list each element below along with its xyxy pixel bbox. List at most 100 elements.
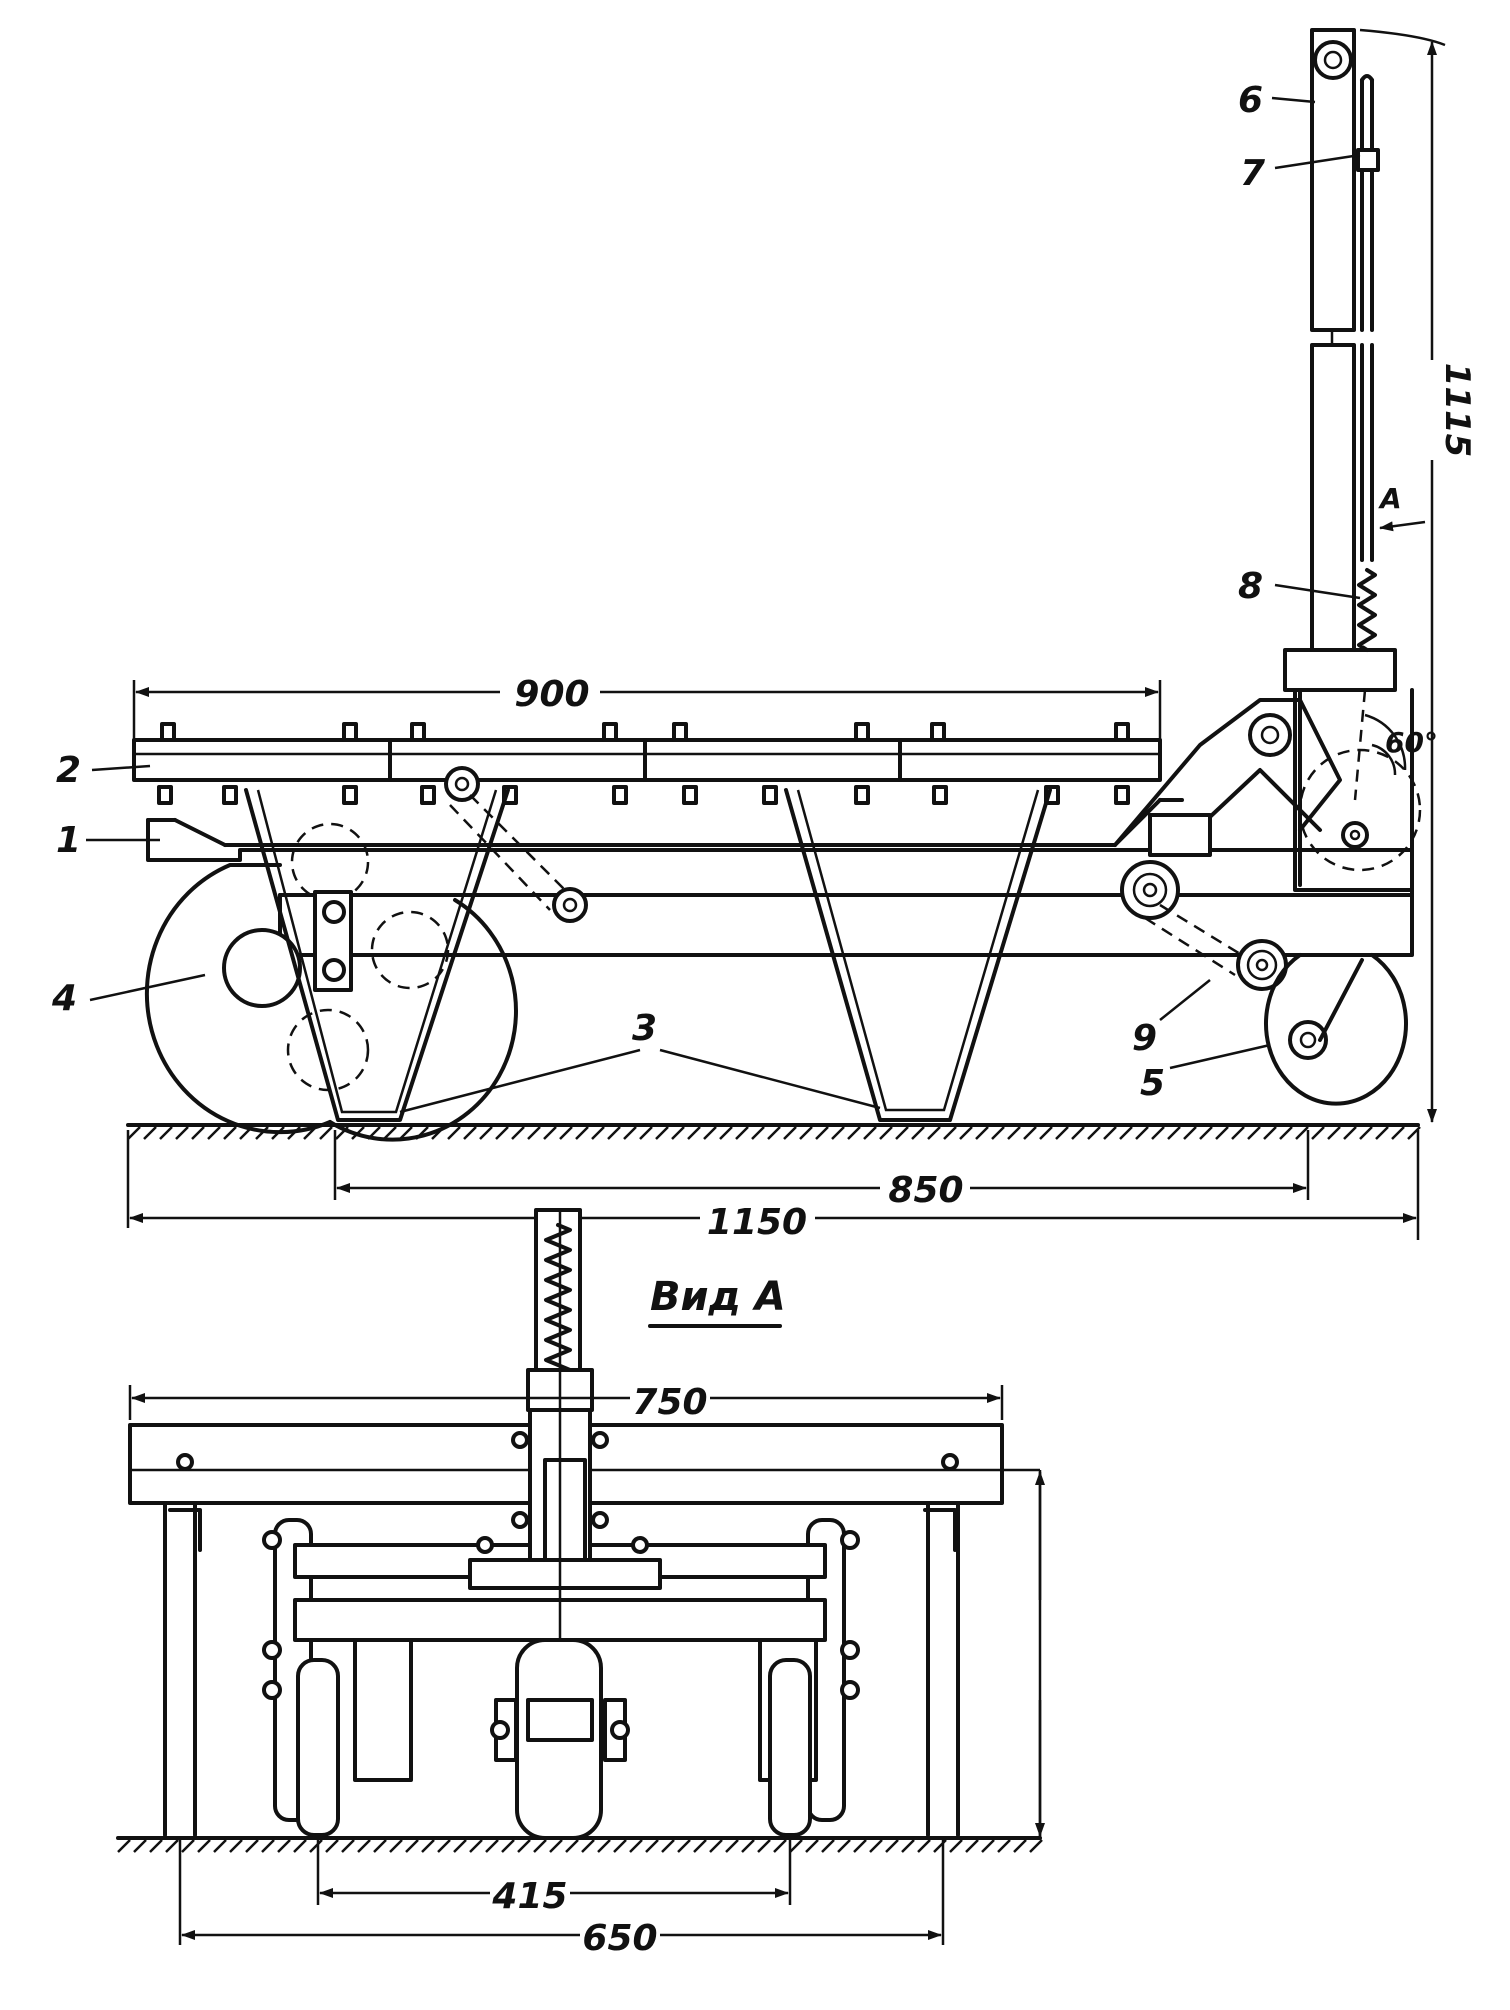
- part-number-6: 6: [1238, 80, 1263, 121]
- ground-hatch-mark: [581, 1839, 595, 1853]
- ground-hatch-mark: [863, 1126, 877, 1140]
- dimension-900: 900: [132, 674, 1162, 740]
- ground-hatch-mark: [309, 1839, 323, 1853]
- ground-hatch-mark: [1199, 1126, 1213, 1140]
- bolt: [157, 785, 173, 805]
- ground-hatch-mark: [447, 1126, 461, 1140]
- ground-hatch-mark: [661, 1839, 675, 1853]
- ground-hatch-mark: [997, 1839, 1011, 1853]
- ground-hatch-mark: [1167, 1126, 1181, 1140]
- dimension-650-label: 650: [582, 1918, 657, 1959]
- part-number-5: 5: [1140, 1063, 1165, 1104]
- ground-hatch-mark: [1039, 1126, 1053, 1140]
- ground-hatch-mark: [735, 1126, 749, 1140]
- ground-hatch-mark: [1055, 1126, 1069, 1140]
- ground-hatch-mark: [1343, 1126, 1357, 1140]
- ground-hatch-mark: [725, 1839, 739, 1853]
- ground-hatch-mark: [373, 1839, 387, 1853]
- dimension-850-label: 850: [888, 1170, 963, 1211]
- ground-hatch-mark: [917, 1839, 931, 1853]
- ground-hatch-mark: [261, 1839, 275, 1853]
- ground-hatch-mark: [469, 1839, 483, 1853]
- ground-hatch-mark: [741, 1839, 755, 1853]
- dimension-415-label: 415: [491, 1876, 567, 1917]
- ground-hatch-mark: [1359, 1126, 1373, 1140]
- ground-hatch-mark: [319, 1126, 333, 1140]
- bolt: [342, 785, 358, 805]
- front-center-column: [511, 1208, 609, 1830]
- ground-hatch-mark: [197, 1839, 211, 1853]
- ground-hatch-mark: [511, 1126, 525, 1140]
- ground-hatch-mark: [389, 1839, 403, 1853]
- ground-hatch-mark: [607, 1126, 621, 1140]
- ground-hatch-mark: [1327, 1126, 1341, 1140]
- ground-hatch-mark: [789, 1839, 803, 1853]
- callout-3: 3: [399, 1008, 881, 1114]
- bolt: [1114, 722, 1130, 742]
- ground-hatch-mark: [677, 1839, 691, 1853]
- ground-hatch-mark: [1023, 1126, 1037, 1140]
- ground-hatch-mark: [1231, 1126, 1245, 1140]
- bolt: [854, 785, 870, 805]
- callout-9: 9: [1132, 979, 1211, 1059]
- ground-hatch-mark: [533, 1839, 547, 1853]
- ground-hatch-mark: [837, 1839, 851, 1853]
- front-leg-right: [923, 1501, 960, 1837]
- ground-hatch-mark: [895, 1126, 909, 1140]
- angle-60-label: 60°: [1385, 726, 1438, 759]
- view-a-arrow-label: A: [1378, 482, 1402, 515]
- ground-hatch-mark: [1215, 1126, 1229, 1140]
- angle-60: 60°: [1364, 713, 1438, 771]
- ground-hatch-mark: [815, 1126, 829, 1140]
- bolt: [222, 785, 238, 805]
- bolt: [410, 722, 426, 742]
- bolt: [502, 785, 518, 805]
- ground-hatch-mark: [501, 1839, 515, 1853]
- ground-hatch-mark: [655, 1126, 669, 1140]
- ground-hatch-mark: [831, 1126, 845, 1140]
- ground-hatch-mark: [479, 1126, 493, 1140]
- dimension-1150-label: 1150: [707, 1202, 807, 1243]
- ground-hatch-mark: [1247, 1126, 1261, 1140]
- ground-hatch-mark: [981, 1839, 995, 1853]
- front-wheel: [1264, 953, 1408, 1106]
- ground-hatch-mark: [229, 1839, 243, 1853]
- ground-hatch-mark: [575, 1126, 589, 1140]
- bolt: [682, 785, 698, 805]
- bolt: [602, 722, 618, 742]
- ground-hatch-mark: [1119, 1126, 1133, 1140]
- callout-4: 4: [51, 973, 206, 1019]
- dimension-750-label: 750: [632, 1382, 707, 1423]
- ground-hatch-mark: [543, 1126, 557, 1140]
- part-number-1: 1: [56, 820, 81, 861]
- ground-hatch-mark: [1407, 1126, 1421, 1140]
- ground-hatch-mark: [1183, 1126, 1197, 1140]
- bolt: [932, 785, 948, 805]
- rear-link: [444, 766, 588, 923]
- ground-hatch-mark: [805, 1839, 819, 1853]
- ground-hatch-mark: [565, 1839, 579, 1853]
- dimension-750: 750: [128, 1382, 1004, 1423]
- dimension-1115: 1115: [1359, 28, 1477, 1123]
- ground-hatch-mark: [783, 1126, 797, 1140]
- ground-hatch-mark: [517, 1839, 531, 1853]
- ground-hatch-mark: [965, 1839, 979, 1853]
- front-leg-left: [163, 1501, 202, 1837]
- front-bracket: [1113, 698, 1342, 991]
- platform-deck: [132, 722, 1162, 805]
- ground-hatch-mark: [943, 1126, 957, 1140]
- ground-hatch-mark: [1263, 1126, 1277, 1140]
- ground-hatch-mark: [1295, 1126, 1309, 1140]
- ground-hatch-mark: [1279, 1126, 1293, 1140]
- ground-hatch-mark: [927, 1126, 941, 1140]
- ground-hatch-mark: [911, 1126, 925, 1140]
- ground-hatch-mark: [341, 1839, 355, 1853]
- callout-7: 7: [1240, 153, 1361, 194]
- view-a-arrow: A: [1378, 482, 1426, 532]
- ground-hatch-mark: [991, 1126, 1005, 1140]
- bolt: [672, 722, 688, 742]
- ground-hatch-mark: [383, 1126, 397, 1140]
- ground-hatch-mark: [879, 1126, 893, 1140]
- dimension-1150: 1150: [126, 1130, 1420, 1243]
- part-number-2: 2: [56, 750, 81, 791]
